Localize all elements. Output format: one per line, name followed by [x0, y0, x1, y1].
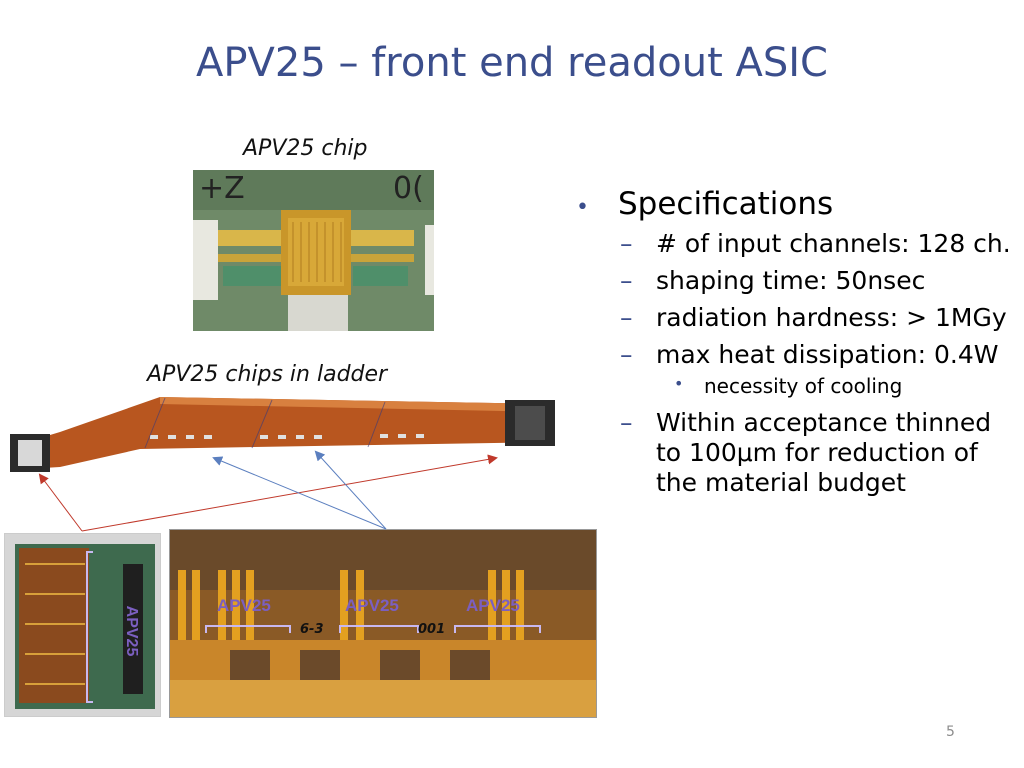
spec-item: – # of input channels: 128 ch.	[620, 229, 1020, 259]
apv25-chip-label-2: APV25	[345, 596, 399, 615]
bullet-icon: •	[576, 195, 589, 220]
ladder-end-photo: APV25	[4, 533, 161, 717]
ladder-end-photo-art	[5, 534, 160, 716]
chip-photo-art: +Z 0(	[193, 170, 434, 331]
vertical-apv25-label: APV25	[123, 605, 140, 657]
bullet-icon: •	[674, 374, 684, 393]
slide-title: APV25 – front end readout ASIC	[196, 40, 828, 86]
spec-heading-row: • Specifications	[570, 186, 1020, 222]
specifications-list: • Specifications – # of input channels: …	[570, 186, 1020, 498]
svg-text:+Z: +Z	[199, 171, 245, 206]
spec-line: Within acceptance thinned	[656, 408, 992, 437]
page-number: 5	[946, 724, 955, 740]
ladder-closeup-photo-art	[170, 530, 596, 717]
ladder-caption: APV25 chips in ladder	[147, 362, 388, 387]
svg-text:0(: 0(	[393, 171, 424, 206]
red-arrow-left	[38, 473, 83, 532]
apv25-chip-label-3: APV25	[466, 596, 520, 615]
ladder-closeup-photo: APV25 APV25 APV25 6-3 001	[169, 529, 597, 718]
handwritten-label-1: 6-3	[300, 622, 324, 637]
spec-sub-item-text: necessity of cooling	[704, 374, 903, 398]
flex-cable	[10, 397, 550, 470]
dash-icon: –	[620, 408, 633, 437]
apv25-chip-label-1: APV25	[217, 596, 271, 615]
dash-icon: –	[620, 340, 633, 369]
dash-icon: –	[620, 266, 633, 295]
ladder-drawing	[10, 397, 555, 472]
spec-item-text: max heat dissipation: 0.4W	[656, 340, 999, 369]
spec-item-text: # of input channels: 128 ch.	[656, 229, 1011, 258]
spec-item: – shaping time: 50nsec	[620, 266, 1020, 296]
spec-item: – radiation hardness: > 1MGy	[620, 303, 1020, 333]
dash-icon: –	[620, 229, 633, 258]
spec-line: the material budget	[656, 468, 906, 497]
spec-heading: Specifications	[618, 186, 834, 222]
spec-line: to 100μm for reduction of	[656, 438, 978, 467]
dash-icon: –	[620, 303, 633, 332]
spec-item-text: shaping time: 50nsec	[656, 266, 926, 295]
chip-caption: APV25 chip	[243, 136, 368, 161]
ladder-chip-row	[150, 434, 424, 439]
spec-item: – Within acceptance thinned to 100μm for…	[620, 408, 1020, 498]
spec-item-text-multiline: Within acceptance thinned to 100μm for r…	[656, 408, 991, 498]
handwritten-label-2: 001	[418, 622, 446, 637]
spec-item-text: radiation hardness: > 1MGy	[656, 303, 1007, 332]
spec-item: – max heat dissipation: 0.4W	[620, 340, 1020, 370]
apv25-chip-photo: +Z 0(	[193, 170, 434, 331]
spec-sub-item: • necessity of cooling	[670, 374, 1020, 398]
